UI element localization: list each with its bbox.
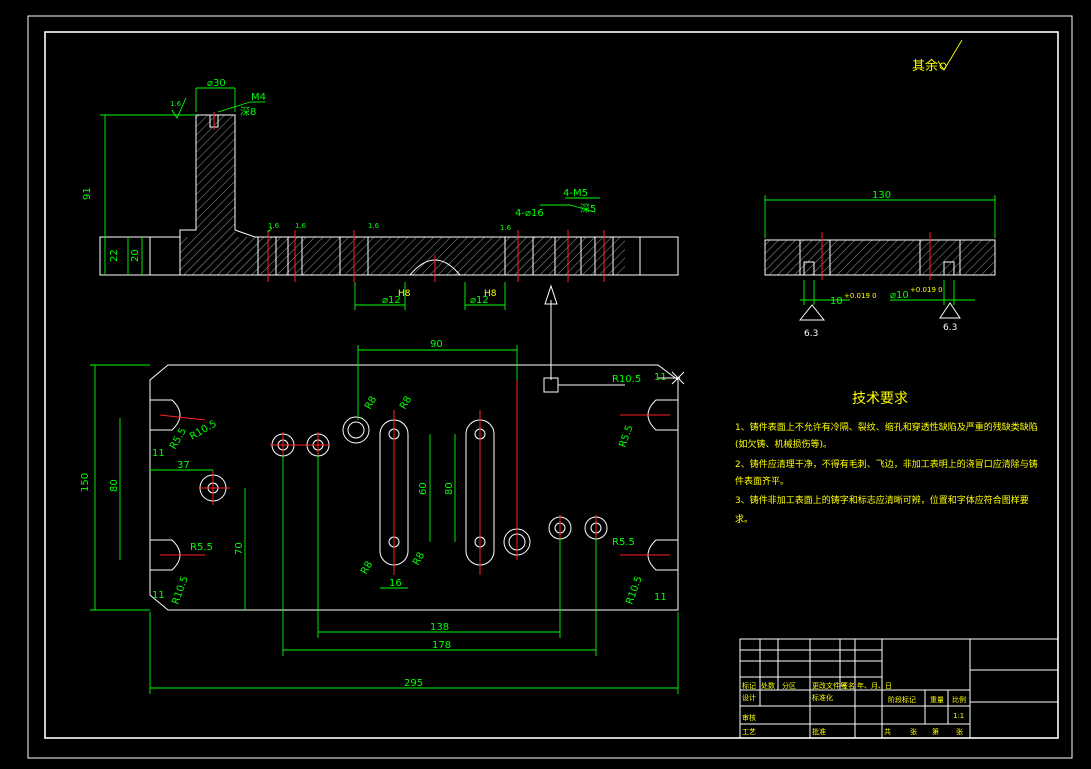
tol-h8-right: H8 xyxy=(484,289,497,299)
dim-dia12-left: ⌀12 xyxy=(382,295,401,306)
tb-sheets: 张 xyxy=(910,727,917,736)
dim-16: 16 xyxy=(389,578,402,589)
dim-11-d: 11 xyxy=(654,592,667,603)
finish-mark-3: 1.6 xyxy=(295,222,307,230)
dim-80-left: 80 xyxy=(109,479,120,492)
dim-dia10-b: ⌀10 xyxy=(890,290,909,301)
dim-11-b: 11 xyxy=(152,590,165,601)
dim-depth8: 深8 xyxy=(240,106,256,118)
tb-page: 第 xyxy=(932,727,939,736)
tb-count: 处数 xyxy=(761,681,775,690)
dim-22: 22 xyxy=(109,249,120,262)
dim-dia30: ⌀30 xyxy=(207,78,226,89)
dim-4-m5: 4-M5 xyxy=(563,188,588,199)
title-block: 标记 处数 分区 更改文件号 签名 年、月、日 设计 标准化 阶段标记 重量 比… xyxy=(739,638,1059,739)
inner-frame xyxy=(44,31,1059,739)
tb-approve: 批准 xyxy=(812,727,826,736)
dim-r8-b: R8 xyxy=(398,394,414,411)
dim-r10-5-d: R10.5 xyxy=(624,575,644,606)
tb-total: 共 xyxy=(884,727,891,736)
dim-r5-5-b: R5.5 xyxy=(190,542,213,553)
tech-req-line-4: 件表面齐平。 xyxy=(735,475,789,487)
tb-date: 年、月、日 xyxy=(857,681,892,690)
dim-r10-5-b: R10.5 xyxy=(170,575,190,606)
finish-mark-2: 1.6 xyxy=(268,222,280,230)
dim-70: 70 xyxy=(234,542,245,555)
tech-req-line-3: 2、铸件应清理干净，不得有毛刺、飞边，非加工表明上的浇冒口应清除与铸 xyxy=(735,458,1038,470)
tech-req-line-1: 1、铸件表面上不允许有冷隔、裂纹、缩孔和穿透性缺陷及严重的残缺类缺陷 xyxy=(735,421,1038,433)
tb-process: 工艺 xyxy=(742,728,756,736)
dim-4-dia16: 4-⌀16 xyxy=(515,208,544,219)
dim-91: 91 xyxy=(82,187,93,200)
tb-scale-label: 比例 xyxy=(952,695,966,704)
dim-37: 37 xyxy=(177,460,190,471)
surface-finish-label: 其余 xyxy=(912,58,938,74)
tol-a: +0.019 0 xyxy=(844,292,877,300)
dim-60: 60 xyxy=(418,482,429,495)
tol-b: +0.019 0 xyxy=(910,286,943,294)
dim-90: 90 xyxy=(430,339,443,350)
tech-req-line-2: (如欠铸、机械损伤等)。 xyxy=(735,438,832,450)
dim-r10-5-c: R10.5 xyxy=(612,374,641,385)
finish-mark-1: 1.6 xyxy=(170,100,182,108)
outer-frame xyxy=(27,15,1073,759)
tb-sign: 签名 xyxy=(841,681,855,690)
tol-h8-left: H8 xyxy=(398,289,411,299)
dim-r5-5-d: R5.5 xyxy=(612,537,635,548)
dim-r8-c: R8 xyxy=(359,559,375,576)
tb-mark: 标记 xyxy=(742,681,756,690)
dim-m4: M4 xyxy=(251,92,266,103)
dim-20: 20 xyxy=(130,249,141,262)
roughness-6-3-b: 6.3 xyxy=(943,323,957,333)
dim-10-a: 10 xyxy=(830,296,843,307)
dim-dia12-right: ⌀12 xyxy=(470,295,489,306)
tb-design: 设计 xyxy=(742,693,756,702)
dim-130: 130 xyxy=(872,190,891,201)
finish-mark-5: 1.6 xyxy=(500,224,512,232)
finish-mark-4: 1.6 xyxy=(368,222,380,230)
dim-r10-5-a: R10.5 xyxy=(188,418,219,442)
dim-138: 138 xyxy=(430,622,449,633)
tb-scale: 1:1 xyxy=(953,712,964,720)
tb-stage: 阶段标记 xyxy=(888,695,916,704)
front-section-view: 91 22 20 ⌀30 M4 深8 4-⌀16 4-M5 深5 ⌀12 H8 … xyxy=(82,78,679,393)
technical-requirements: 技术要求 1、铸件表面上不允许有冷隔、裂纹、缩孔和穿透性缺陷及严重的残缺类缺陷 … xyxy=(735,391,1038,525)
surface-finish-note: 其余 xyxy=(912,39,963,74)
tb-page-sheet: 张 xyxy=(956,727,963,736)
tech-req-line-6: 求。 xyxy=(735,513,753,525)
tb-zone: 分区 xyxy=(782,681,796,690)
tb-weight: 重量 xyxy=(930,696,944,704)
tb-review: 审核 xyxy=(742,713,756,722)
tb-change-doc: 更改文件号 xyxy=(812,681,847,690)
tech-req-line-5: 3、铸件非加工表面上的铸字和标志应清晰可辨，位置和字体应符合图样要 xyxy=(735,494,1029,506)
tb-standard: 标准化 xyxy=(812,693,833,702)
dim-150: 150 xyxy=(80,473,91,492)
plan-view: 90 150 80 70 37 60 80 16 138 178 295 11 … xyxy=(80,339,685,694)
dim-11-a: 11 xyxy=(152,448,165,459)
roughness-6-3-a: 6.3 xyxy=(804,329,818,339)
dim-80-right: 80 xyxy=(444,482,455,495)
dim-r8-a: R8 xyxy=(363,394,379,411)
dim-178: 178 xyxy=(432,640,451,651)
tech-req-title: 技术要求 xyxy=(852,391,908,407)
dim-295: 295 xyxy=(404,678,423,689)
dim-depth5: 深5 xyxy=(580,203,596,215)
side-section-view: 130 10 +0.019 0 ⌀10 +0.019 0 6.3 6.3 xyxy=(764,190,996,339)
dim-r5-5-c: R5.5 xyxy=(617,424,635,449)
dim-r8-d: R8 xyxy=(411,550,427,567)
